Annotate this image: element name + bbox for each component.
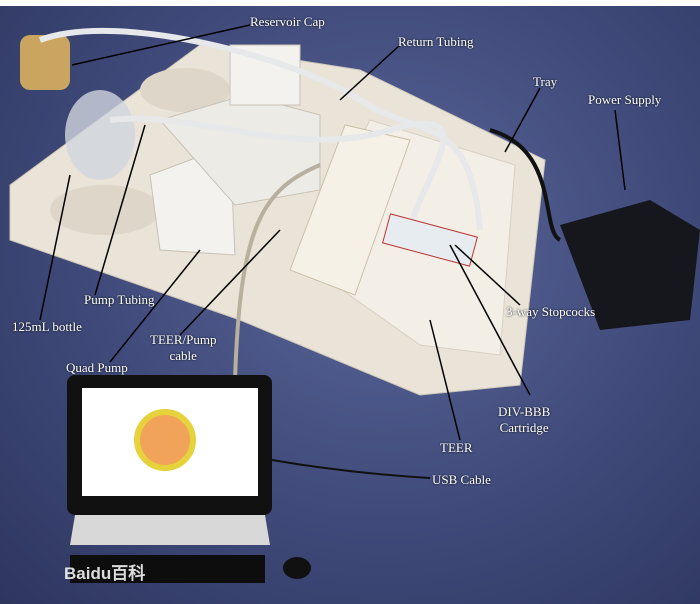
pump-tubing <box>109 115 447 231</box>
mouse <box>283 557 311 579</box>
monitor-stand <box>70 515 270 545</box>
label-teer-pump-cable-line2: cable <box>169 348 197 363</box>
label-quad-pump: Quad Pump <box>66 360 128 375</box>
label-teer-pump-cable-line1: TEER/Pump <box>150 332 217 347</box>
teer-pump-cable <box>233 163 321 381</box>
label-teer: TEER <box>440 440 473 455</box>
equipment-illustration <box>9 24 700 583</box>
label-div-bbb-line1: DIV-BBB <box>498 404 551 419</box>
label-power-supply: Power Supply <box>588 92 662 107</box>
label-tray: Tray <box>533 74 558 89</box>
label-teer-pump-cable: TEER/Pump cable <box>150 332 216 364</box>
power-supply <box>560 200 700 330</box>
label-div-bbb-line2: Cartridge <box>499 420 549 435</box>
label-usb-cable: USB Cable <box>432 472 491 487</box>
label-reservoir-cap: Reservoir Cap <box>250 14 325 29</box>
screen-cell-diagram <box>134 409 196 471</box>
photo-scene: Reservoir Cap Return Tubing Tray Power S… <box>0 6 700 604</box>
label-pump-tubing: Pump Tubing <box>84 292 155 307</box>
teer-module <box>289 124 411 296</box>
label-return-tubing: Return Tubing <box>398 34 474 49</box>
tray-well-round <box>50 185 160 235</box>
keyboard <box>70 555 265 583</box>
return-tubing <box>38 27 483 231</box>
baidu-watermark: Baidu百科 <box>64 564 146 583</box>
label-3-way-stopcocks: 3-way Stopcocks <box>506 304 596 319</box>
usb-cable <box>271 459 431 479</box>
bottle-125ml <box>65 90 135 180</box>
tray-well-round <box>140 68 230 112</box>
callout-arrows <box>39 24 626 441</box>
bottle-cap <box>20 35 70 90</box>
label-125ml-bottle: 125mL bottle <box>12 319 82 334</box>
label-div-bbb-cartridge: DIV-BBB Cartridge <box>498 404 550 436</box>
